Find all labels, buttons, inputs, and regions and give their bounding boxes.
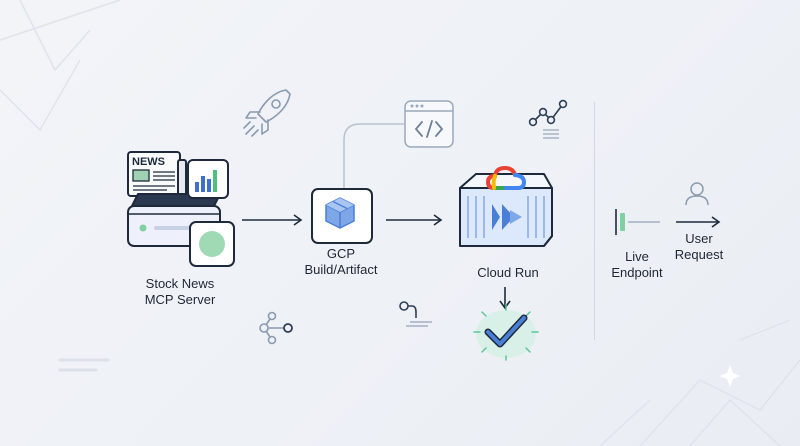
line-chart-icon xyxy=(528,99,568,139)
arrow-cloudrun-to-check xyxy=(499,287,511,310)
arrow-to-user xyxy=(676,216,721,228)
cloud-run-container xyxy=(459,173,553,247)
cloud-run-logo-icon xyxy=(492,204,522,230)
pipeline-node-icon xyxy=(399,301,432,327)
code-connector-line xyxy=(343,123,404,188)
mcp-server-label-line2: MCP Server xyxy=(144,292,216,307)
mcp-server-label-line1: Stock News xyxy=(145,276,215,291)
live-endpoint-icon xyxy=(615,209,660,235)
user-icon xyxy=(685,182,709,206)
rocket-icon xyxy=(243,89,291,137)
live-endpoint-label-line2: Endpoint xyxy=(611,265,663,280)
gcp-label-line2: Build/Artifact xyxy=(304,262,378,277)
arrow-gcp-to-cloudrun xyxy=(386,214,443,226)
user-request-label-line2: Request xyxy=(674,247,724,262)
section-divider xyxy=(594,102,595,340)
google-cloud-logo-icon xyxy=(485,165,527,190)
arrow-server-to-gcp xyxy=(242,214,303,226)
user-request-label-line1: User xyxy=(685,231,713,246)
news-badge-text: NEWS xyxy=(132,156,165,168)
artifact-box-icon xyxy=(325,197,355,229)
newspaper-icon: NEWS xyxy=(127,151,187,197)
share-network-icon xyxy=(259,311,293,345)
cloud-run-label: Cloud Run xyxy=(477,265,539,280)
status-card xyxy=(189,221,235,267)
bar-chart-card xyxy=(187,159,229,199)
gcp-label-line1: GCP xyxy=(326,246,356,261)
code-window-icon xyxy=(404,100,454,148)
success-check-icon xyxy=(473,303,539,361)
mcp-server-illustration: NEWS xyxy=(127,151,235,267)
live-endpoint-label-line1: Live xyxy=(625,249,649,264)
gcp-build-node xyxy=(311,188,373,244)
